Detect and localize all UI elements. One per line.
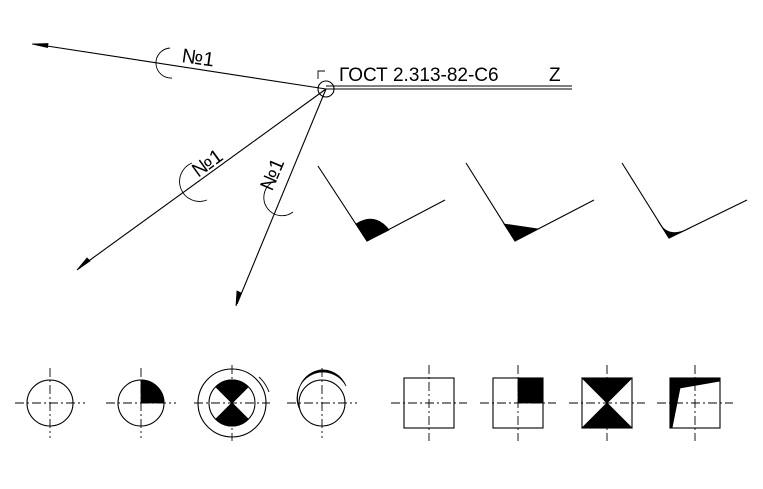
leader-number-2: №1 bbox=[188, 145, 227, 182]
leader-line-1 bbox=[33, 43, 327, 90]
leader-arrow-2 bbox=[76, 257, 91, 271]
circle-quarter-fill-icon bbox=[106, 368, 176, 438]
leader-line-3 bbox=[236, 88, 327, 305]
weld-corner-triangle-fill-icon bbox=[465, 162, 595, 242]
square-wedge-fill-icon bbox=[657, 365, 733, 441]
weld-corner-rounded-fill-icon bbox=[317, 165, 446, 242]
circle-crescent-fill-icon bbox=[287, 368, 357, 438]
flag-mark-icon bbox=[317, 70, 325, 79]
leader-arc-1 bbox=[155, 47, 173, 79]
leader-group: №1 №1 №1 ГОСТ 2.313-82-С6 Z bbox=[31, 43, 572, 307]
square-hourglass-fill-icon bbox=[569, 365, 645, 441]
leader-arc-3 bbox=[263, 182, 294, 217]
leader-arc-2 bbox=[179, 162, 208, 202]
leader-line-2 bbox=[78, 88, 327, 269]
standard-symbol: Z bbox=[549, 65, 561, 86]
circle-symbol-row bbox=[15, 365, 357, 441]
weld-corner-fillet-icon bbox=[621, 162, 748, 239]
standard-label: ГОСТ 2.313-82-С6 bbox=[339, 65, 499, 86]
square-crosshair-icon bbox=[391, 365, 467, 441]
circle-crosshair-icon bbox=[15, 368, 85, 438]
leader-arrow-1 bbox=[31, 43, 49, 48]
square-quarter-fill-icon bbox=[480, 365, 556, 441]
square-symbol-row bbox=[391, 365, 733, 441]
leader-number-1: №1 bbox=[180, 45, 215, 71]
circle-hourglass-fill-icon bbox=[194, 365, 270, 441]
leader-arrow-3 bbox=[235, 290, 242, 307]
corner-joint-group bbox=[317, 162, 748, 242]
